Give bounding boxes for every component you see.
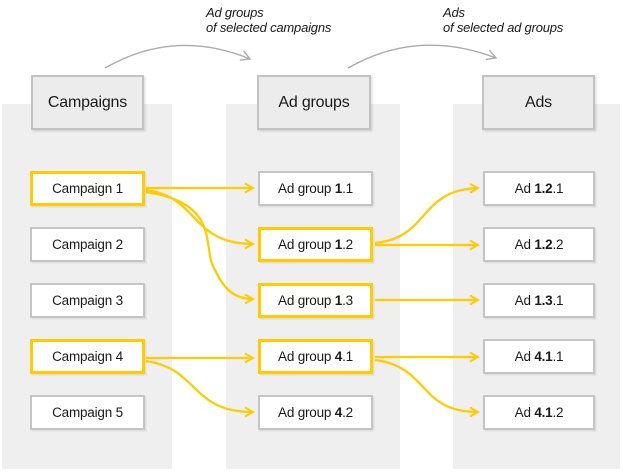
ad-1-2-1-box: Ad 1.2.1 (483, 171, 595, 206)
ad-group-1-3-box: Ad group 1.3 (258, 283, 373, 318)
ad-label-bold: 4.1 (534, 349, 553, 364)
ad-group-label-suffix: .3 (342, 293, 353, 308)
connector-ad-group-1-2-to-ad-1-2-1 (374, 188, 478, 245)
ad-label-suffix: .1 (552, 349, 564, 364)
ad-label: Ad (514, 181, 535, 196)
campaign-2-box: Campaign 2 (30, 227, 145, 262)
annotation-line: of selected ad groups (443, 20, 564, 35)
ad-group-1-1-box: Ad group 1.1 (258, 171, 373, 206)
ad-1-2-2-box: Ad 1.2.2 (483, 227, 595, 262)
ad-group-label: Ad group (278, 405, 335, 420)
ad-label: Ad (514, 293, 535, 308)
connector-campaign-4-to-ad-group-4-2 (145, 359, 253, 412)
annotation-ads-of-selected-ad-groups: Ads of selected ad groups (443, 5, 563, 35)
ad-group-label-bold: 4 (334, 405, 343, 420)
ad-group-label: Ad group (278, 237, 335, 252)
ad-group-label: Ad group (278, 349, 335, 364)
ad-label: Ad (514, 405, 535, 420)
annotation-line: Ads (443, 5, 465, 20)
ad-groups-header: Ad groups (257, 75, 371, 130)
ad-label-suffix: .1 (552, 181, 564, 196)
ad-label-bold: 1.2 (534, 181, 553, 196)
campaign-label: Campaign 1 (52, 181, 123, 196)
ad-group-label-suffix: .1 (342, 349, 353, 364)
campaigns-to-ad-groups-arc-arrow (104, 44, 252, 69)
annotation-ad-groups-of-selected-campaigns: Ad groups of selected campaigns (206, 5, 331, 35)
ad-label-bold: 1.3 (534, 293, 553, 308)
annotation-line: of selected campaigns (206, 20, 332, 35)
ad-group-label-suffix: .2 (342, 237, 353, 252)
ad-group-label-bold: 1 (334, 237, 343, 252)
ad-label: Ad (514, 349, 535, 364)
ad-group-1-2-box: Ad group 1.2 (258, 227, 373, 262)
ad-group-label-suffix: .2 (342, 405, 353, 420)
campaign-label: Campaign 3 (52, 293, 123, 308)
connector-campaign-1-to-ad-group-1-3 (145, 190, 253, 299)
ad-4-1-2-box: Ad 4.1.2 (483, 395, 595, 430)
ad-1-3-1-box: Ad 1.3.1 (483, 283, 595, 318)
ad-groups-to-ads-arc-arrow (347, 44, 498, 69)
ads-header: Ads (482, 75, 595, 130)
ad-group-label-bold: 4 (334, 349, 343, 364)
ad-label-suffix: .2 (552, 405, 564, 420)
campaign-label: Campaign 5 (52, 405, 123, 420)
campaign-label: Campaign 4 (52, 349, 123, 364)
campaign-4-box: Campaign 4 (30, 339, 145, 374)
annotation-line: Ad groups (206, 5, 264, 20)
ad-label: Ad (514, 237, 535, 252)
connector-ad-group-4-1-to-ad-4-1-2 (374, 358, 478, 412)
ad-label-bold: 4.1 (534, 405, 553, 420)
ad-group-label: Ad group (278, 181, 335, 196)
ad-group-label-bold: 1 (334, 293, 343, 308)
ad-group-label: Ad group (278, 293, 335, 308)
ad-group-4-2-box: Ad group 4.2 (258, 395, 373, 430)
campaign-5-box: Campaign 5 (30, 395, 145, 430)
ad-group-4-1-box: Ad group 4.1 (258, 339, 373, 374)
ad-label-bold: 1.2 (534, 237, 553, 252)
ad-label-suffix: .2 (552, 237, 564, 252)
campaign-1-box: Campaign 1 (30, 171, 145, 206)
ad-4-1-1-box: Ad 4.1.1 (483, 339, 595, 374)
campaigns-header: Campaigns (31, 75, 144, 130)
ad-group-label-bold: 1 (334, 181, 343, 196)
campaign-label: Campaign 2 (52, 237, 123, 252)
ad-group-label-suffix: .1 (342, 181, 353, 196)
ad-label-suffix: .1 (552, 293, 564, 308)
campaign-3-box: Campaign 3 (30, 283, 145, 318)
